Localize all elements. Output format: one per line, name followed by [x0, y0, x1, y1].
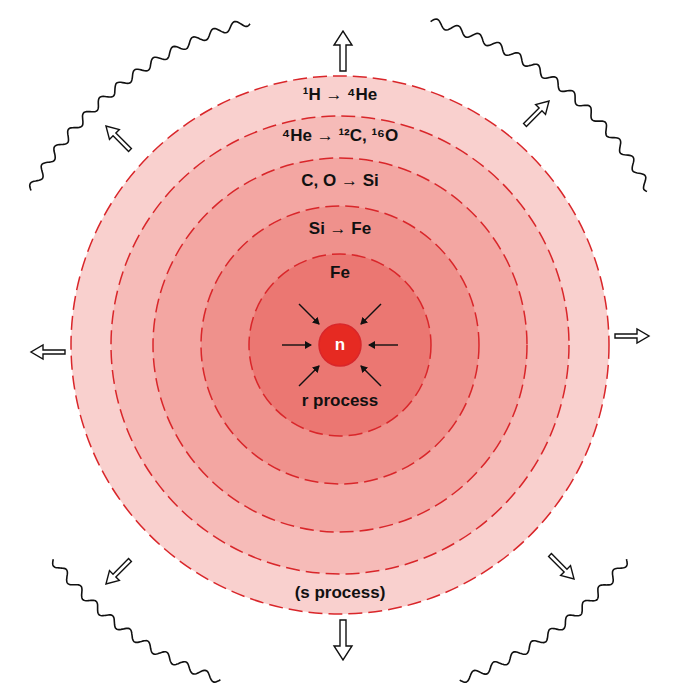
wavy-line	[431, 19, 647, 192]
outward-arrow	[101, 555, 135, 589]
reaction-label: ⁴He → ¹²C, ¹⁶O	[282, 126, 398, 146]
reaction-label: (s process)	[295, 583, 386, 603]
carbon-oxygen-shell: C, O → Si Si → Fe Fe r process n	[152, 157, 528, 533]
iron-core: Fe r process n	[248, 253, 432, 437]
helium-shell: ⁴He → ¹²C, ¹⁶O C, O → Si Si → Fe Fe r proces…	[110, 115, 570, 575]
outward-arrow	[520, 96, 554, 130]
wavy-line	[53, 559, 221, 682]
inward-arrow	[299, 366, 319, 386]
outward-arrow	[334, 620, 352, 660]
neutron-star: n	[318, 323, 362, 367]
shell-circle	[319, 324, 361, 366]
outward-arrow	[334, 31, 352, 71]
wavy-line	[30, 22, 250, 191]
shell-circle	[111, 116, 569, 574]
outward-arrow	[101, 121, 135, 155]
shell-circle	[71, 76, 609, 614]
silicon-shell: Si → Fe Fe r process n	[200, 205, 480, 485]
inward-arrow	[282, 344, 311, 345]
reaction-label: ¹H → ⁴He	[303, 85, 378, 105]
reaction-label: r process	[302, 391, 379, 411]
outward-arrow	[615, 329, 649, 343]
hydrogen-shell: ¹H → ⁴He (s process) ⁴He → ¹²C, ¹⁶O C, O → …	[70, 75, 610, 615]
shell-circle	[201, 206, 479, 484]
core-label: n	[335, 335, 345, 355]
outward-arrow	[545, 550, 579, 584]
inward-arrow	[361, 304, 381, 324]
inward-arrow	[361, 366, 381, 386]
reaction-label: Fe	[330, 263, 350, 283]
reaction-label: C, O → Si	[301, 171, 378, 191]
collapse-arrows	[282, 304, 398, 386]
inward-arrow	[369, 344, 398, 345]
outward-arrow	[31, 345, 65, 359]
outward-arrows	[31, 31, 649, 660]
shock-waves	[30, 19, 647, 682]
reaction-label: Si → Fe	[309, 219, 371, 239]
shell-circle	[249, 254, 431, 436]
wavy-line	[460, 559, 628, 682]
inward-arrow	[299, 304, 319, 324]
shell-circle	[153, 158, 527, 532]
